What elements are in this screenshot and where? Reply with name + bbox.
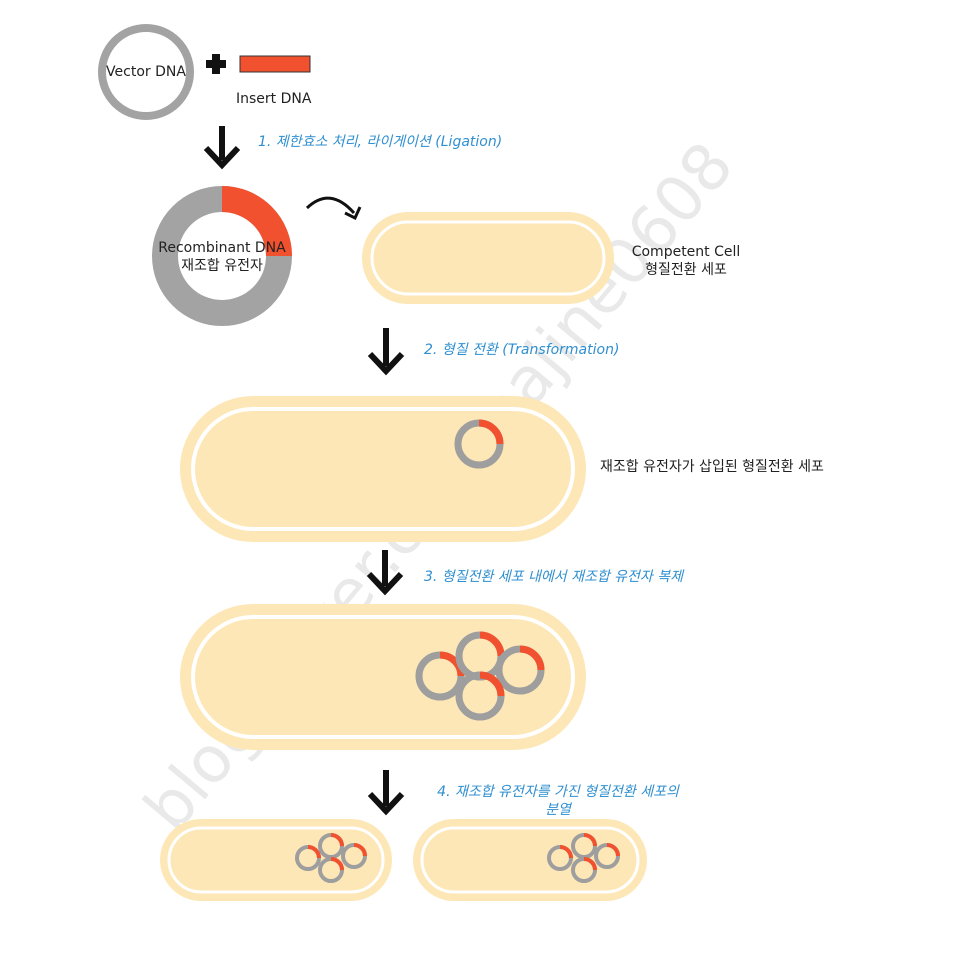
recombinant-insert-arc [221, 186, 292, 257]
down-arrow-icon [203, 126, 241, 170]
down-arrow-icon [367, 328, 405, 376]
step-3-label: 3. 형질전환 세포 내에서 재조합 유전자 복제 [424, 569, 685, 585]
plus-icon [206, 54, 226, 74]
competent-cell [362, 212, 614, 304]
vector-dna-ring [98, 24, 194, 120]
replicating-cell [180, 604, 586, 750]
recombinant-dna: Recombinant DNA 재조합 유전자 [152, 186, 292, 326]
step-4-label-line1: 4. 재조합 유전자를 가진 형질전환 세포의 [437, 784, 680, 800]
competent-cell-label-ko: 형질전환 세포 [645, 262, 727, 278]
vector-dna-label: Vector DNA [106, 64, 186, 80]
down-arrow-icon [366, 550, 404, 596]
vector-dna: Vector DNA [98, 24, 194, 120]
recombinant-dna-label-en: Recombinant DNA [158, 240, 286, 256]
insert-dna-bar [239, 55, 311, 73]
competent-cell-label-en: Competent Cell [632, 244, 741, 260]
step-1-label: 1. 제한효소 처리, 라이게이션 (Ligation) [258, 134, 502, 150]
transformed-cell-label: 재조합 유전자가 삽입된 형질전환 세포 [600, 459, 824, 475]
daughter-cell-right [413, 819, 647, 901]
curved-arrow-icon [305, 196, 362, 221]
step-2-label: 2. 형질 전환 (Transformation) [424, 342, 619, 358]
daughter-cell-left [160, 819, 392, 901]
down-arrow-icon [367, 770, 405, 816]
transformed-cell [180, 396, 586, 542]
insert-dna-label: Insert DNA [236, 91, 312, 107]
recombinant-dna-label-ko: 재조합 유전자 [181, 258, 263, 274]
step-4-label-line2: 분열 [545, 802, 573, 818]
